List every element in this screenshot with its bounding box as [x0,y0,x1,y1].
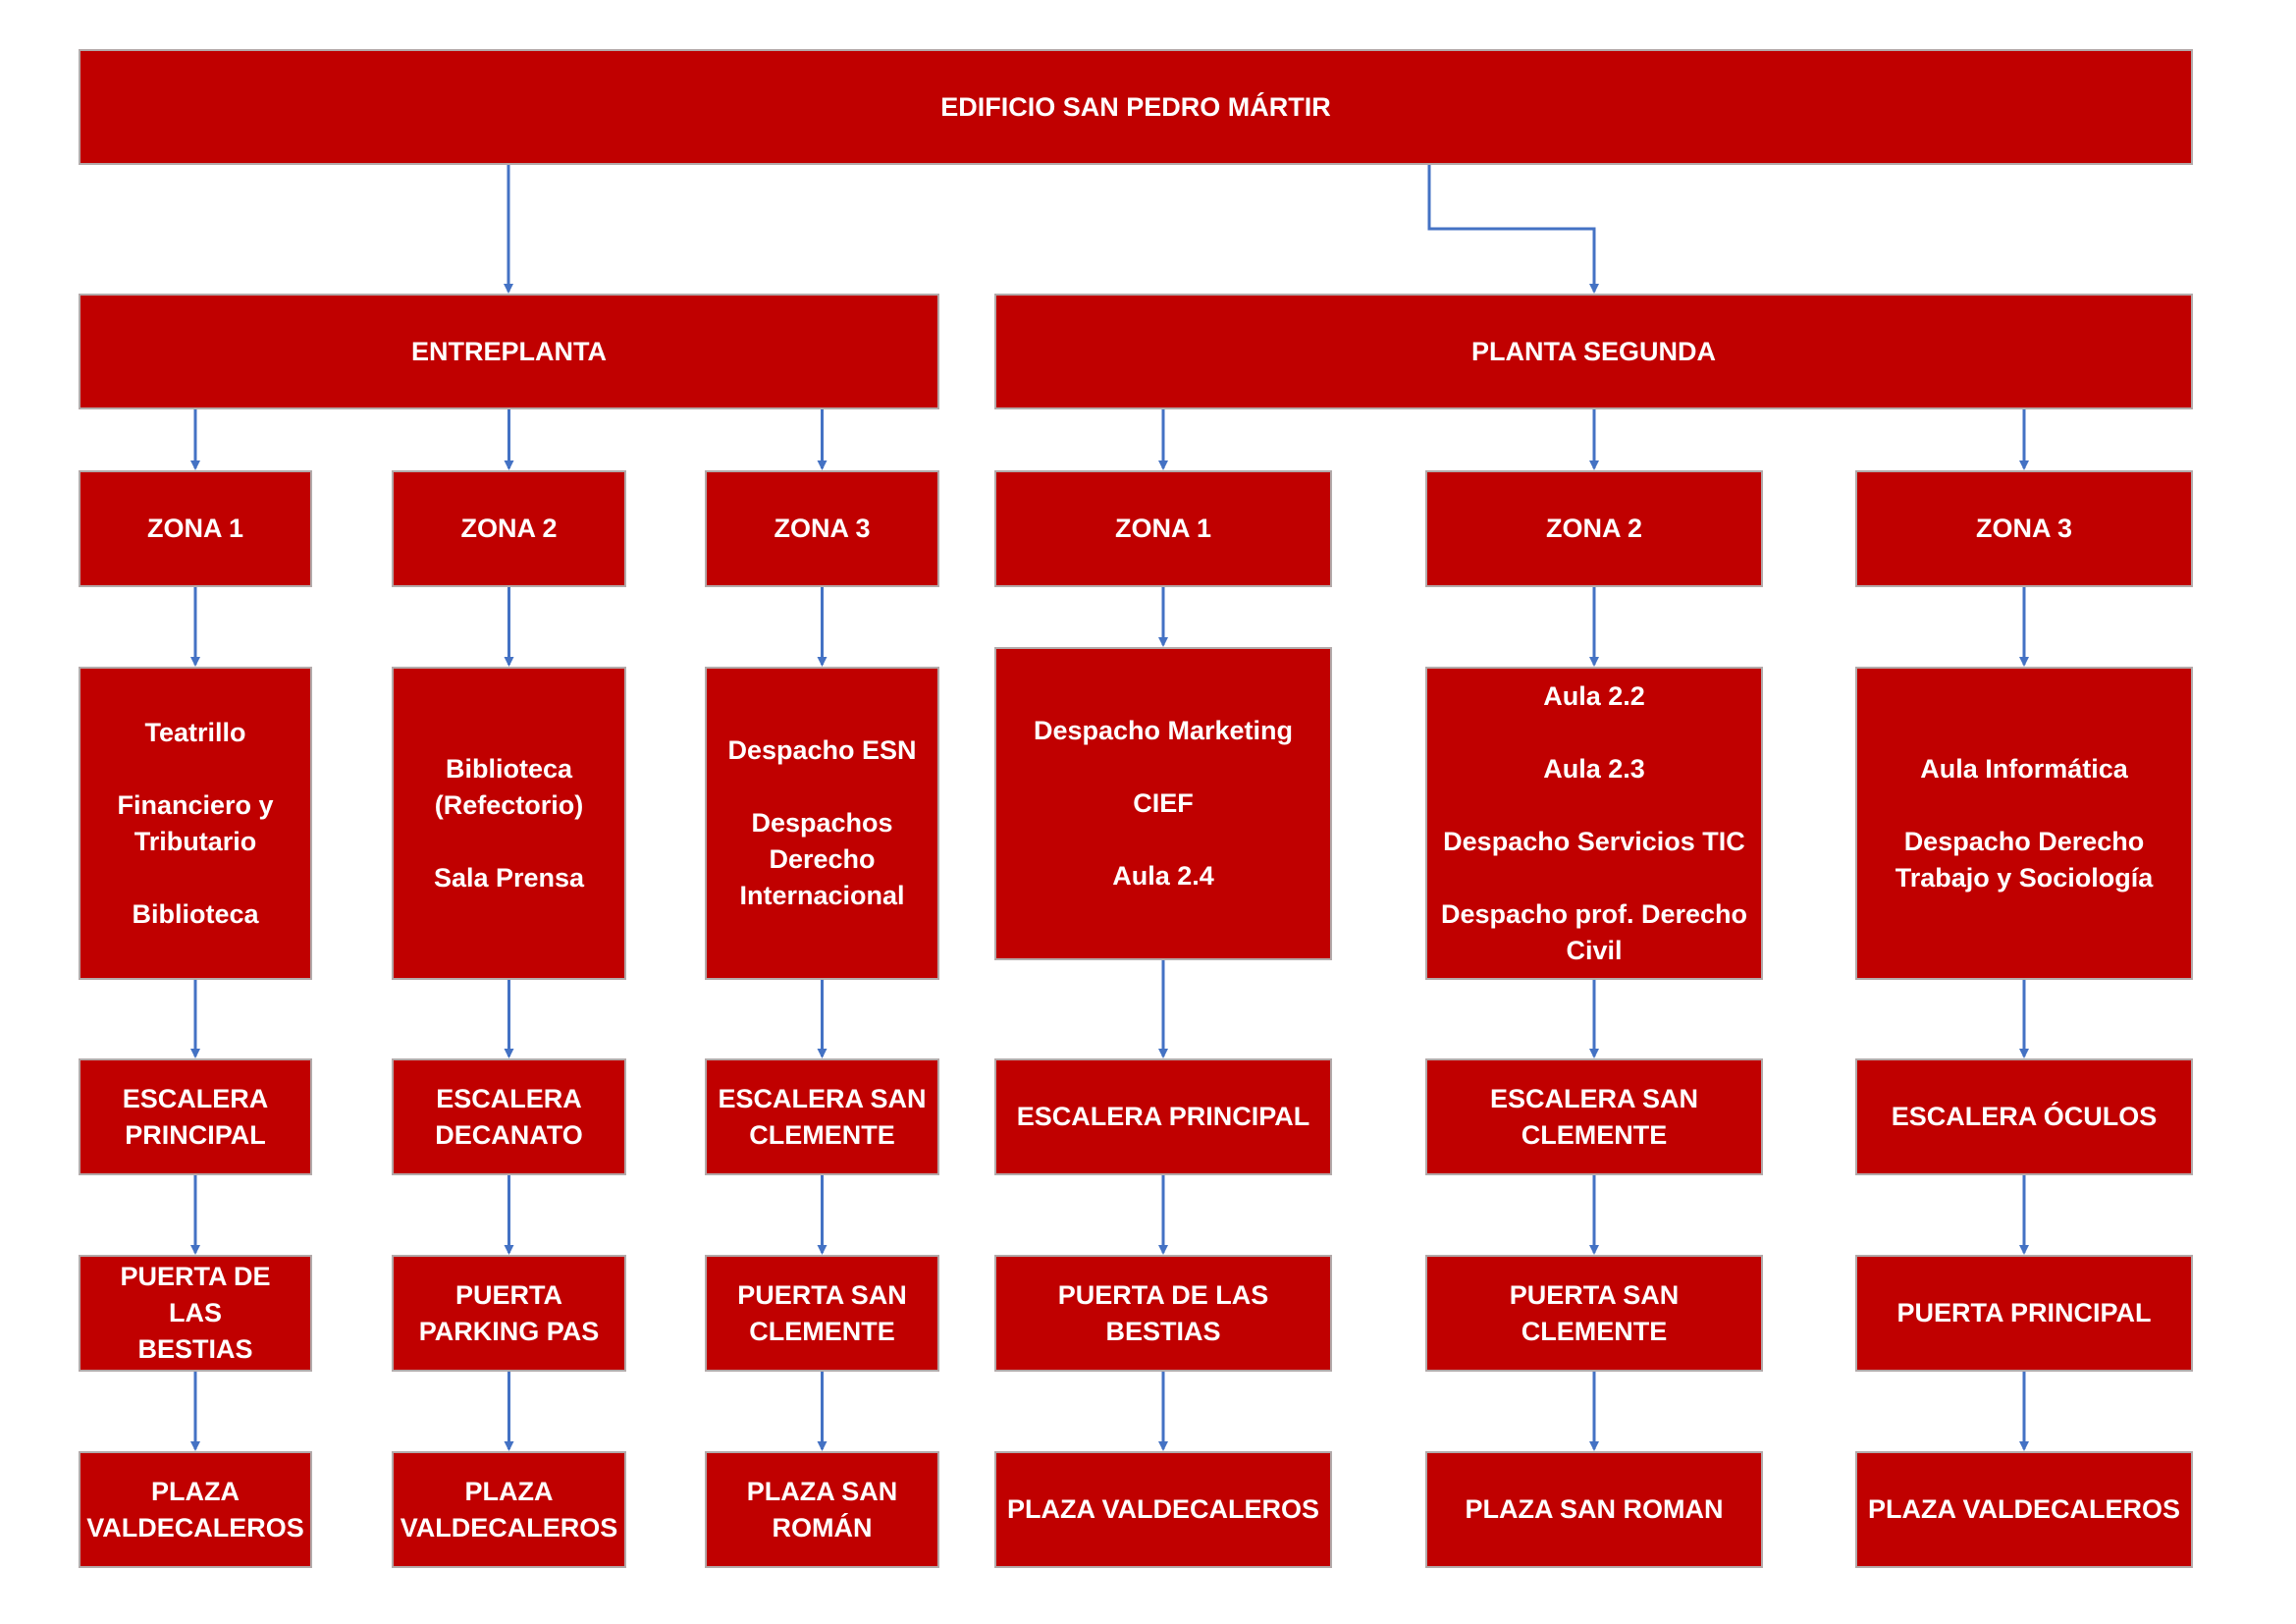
zone-box: ZONA 3 [705,470,939,587]
room-label: CIEF [1133,788,1194,818]
stair-label: ESCALERA PRINCIPAL [122,1083,269,1150]
room-label: Sala Prensa [433,862,585,893]
floor-label: PLANTA SEGUNDA [1471,336,1716,366]
rooms-list: Despacho ESN Despachos Derecho Internacio… [727,732,916,914]
zone-label: ZONA 2 [1545,514,1642,543]
stair-label: ESCALERA PRINCIPAL [1016,1102,1310,1131]
connector-root-to-planta-segunda [1427,165,1599,294]
zone-box: ZONA 2 [392,470,626,587]
square-label: PLAZA VALDECALEROS [400,1476,618,1543]
stair-box: ESCALERA PRINCIPAL [79,1058,312,1175]
zone-label: ZONA 3 [1975,514,2072,543]
stair-label: ESCALERA DECANATO [435,1083,583,1150]
stair-box: ESCALERA PRINCIPAL [994,1058,1332,1175]
door-box: PUERTA SAN CLEMENTE [1425,1255,1763,1372]
rooms-box: Biblioteca (Refectorio) Sala Prensa [392,667,626,980]
door-label: PUERTA PRINCIPAL [1896,1298,2152,1327]
stair-label: ESCALERA SAN CLEMENTE [1489,1083,1699,1150]
square-label: PLAZA VALDECALEROS [1006,1494,1319,1524]
square-box: PLAZA VALDECALEROS [994,1451,1332,1568]
stair-box: ESCALERA DECANATO [392,1058,626,1175]
door-label: PUERTA DE LAS BESTIAS [120,1262,271,1364]
building-label: EDIFICIO SAN PEDRO MÁRTIR [940,91,1331,122]
square-box: PLAZA SAN ROMÁN [705,1451,939,1568]
door-box: PUERTA PRINCIPAL [1855,1255,2193,1372]
stair-label: ESCALERA SAN CLEMENTE [718,1083,927,1150]
zone-label: ZONA 1 [1114,514,1211,543]
door-label: PUERTA DE LAS BESTIAS [1057,1279,1269,1346]
connector-arrows [190,165,2029,1451]
room-label: Aula 2.4 [1112,861,1214,891]
square-label: PLAZA SAN ROMÁN [746,1476,898,1543]
zone-label: ZONA 1 [146,514,243,543]
room-label: Despachos Derecho Internacional [739,808,905,910]
zone-label: ZONA 2 [460,514,558,543]
room-label: Biblioteca [132,898,259,929]
floor-label: ENTREPLANTA [411,336,607,366]
stair-label: ESCALERA ÓCULOS [1891,1102,2158,1131]
room-label: Despacho ESN [727,735,917,765]
square-box: PLAZA SAN ROMAN [1425,1451,1763,1568]
room-label: Aula 2.3 [1543,753,1645,784]
room-label: Aula Informática [1920,753,2128,784]
square-box: PLAZA VALDECALEROS [79,1451,312,1568]
square-box: PLAZA VALDECALEROS [392,1451,626,1568]
stair-box: ESCALERA SAN CLEMENTE [705,1058,939,1175]
room-label: Aula 2.2 [1543,680,1645,711]
rooms-box: Despacho ESN Despachos Derecho Internacio… [705,667,939,980]
square-label: PLAZA VALDECALEROS [86,1476,304,1543]
room-label: Despacho prof. Derecho Civil [1440,898,1748,965]
door-box: PUERTA DE LAS BESTIAS [994,1255,1332,1372]
door-box: PUERTA PARKING PAS [392,1255,626,1372]
stair-box: ESCALERA SAN CLEMENTE [1425,1058,1763,1175]
room-label: Despacho Servicios TIC [1443,826,1745,856]
room-label: Financiero y Tributario [117,789,274,856]
zone-box: ZONA 3 [1855,470,2193,587]
door-label: PUERTA SAN CLEMENTE [737,1279,907,1346]
zone-box: ZONA 2 [1425,470,1763,587]
square-box: PLAZA VALDECALEROS [1855,1451,2193,1568]
door-box: PUERTA DE LAS BESTIAS [79,1255,312,1372]
zone-box: ZONA 1 [994,470,1332,587]
floor-box-entreplanta: ENTREPLANTA [79,294,939,409]
building-box: EDIFICIO SAN PEDRO MÁRTIR [79,49,2193,165]
door-box: PUERTA SAN CLEMENTE [705,1255,939,1372]
room-label: Despacho Derecho Trabajo y Sociología [1895,826,2154,893]
room-label: Teatrillo [144,717,246,747]
room-label: Biblioteca (Refectorio) [434,753,584,820]
door-label: PUERTA PARKING PAS [418,1279,600,1346]
zone-box: ZONA 1 [79,470,312,587]
door-label: PUERTA SAN CLEMENTE [1509,1279,1680,1346]
zone-label: ZONA 3 [774,514,871,543]
rooms-list: Biblioteca (Refectorio) Sala Prensa [434,751,584,896]
square-label: PLAZA SAN ROMAN [1465,1494,1724,1524]
room-label: Despacho Marketing [1033,716,1294,745]
stair-box: ESCALERA ÓCULOS [1855,1058,2193,1175]
square-label: PLAZA VALDECALEROS [1867,1494,2180,1524]
floor-box-planta-segunda: PLANTA SEGUNDA [994,294,2193,409]
